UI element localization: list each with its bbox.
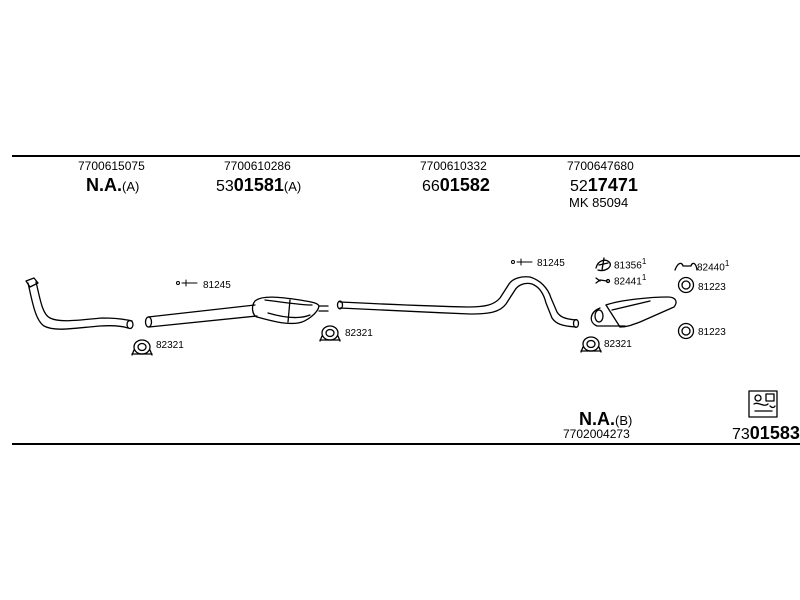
gasket-1: [176, 279, 198, 287]
clamp-label-1: 82321: [156, 340, 184, 351]
middle-pipe: [336, 276, 580, 329]
gasket-label-1: 81245: [203, 280, 231, 291]
clamp-2: [319, 325, 341, 342]
code-prefix-2: 53: [216, 178, 234, 195]
ring-1: [677, 276, 695, 294]
superscript-3: 1: [724, 259, 730, 268]
na-label-footer: N.A.: [579, 409, 615, 429]
front-muffler-section: [144, 296, 329, 328]
hook-code: 82440: [697, 262, 725, 274]
superscript-2: 1: [641, 273, 647, 282]
clamp-1: [131, 339, 153, 356]
na-label-1: N.A.: [86, 175, 122, 195]
code-prefix-4: 52: [570, 178, 588, 195]
part-number-4: 7700647680: [567, 159, 634, 173]
footer-name: N.A.(B): [579, 410, 632, 428]
footer-code-prefix: 73: [732, 426, 750, 443]
hook-label: 824401: [697, 260, 729, 273]
footer-part-number: 7702004273: [563, 427, 630, 441]
top-rule: [12, 155, 800, 157]
gasket-2: [511, 258, 533, 266]
ring-label-1: 81223: [698, 282, 726, 293]
hanger-label-2: 824411: [614, 274, 646, 287]
clamp-3: [580, 336, 602, 353]
ring-label-2: 81223: [698, 327, 726, 338]
footer-code-main: 01583: [749, 423, 800, 443]
part-code-4: 5217471: [570, 176, 638, 195]
hanger-code-2: 82441: [614, 276, 642, 288]
part-number-1: 7700615075: [78, 159, 145, 173]
code-main-4: 17471: [587, 175, 638, 195]
clamp-label-2: 82321: [345, 328, 373, 339]
ring-2: [677, 322, 695, 340]
code-main-2: 01581: [233, 175, 284, 195]
part-name-1: N.A.(A): [86, 176, 139, 194]
part-code-2: 5301581(A): [216, 176, 301, 195]
footer-code: 7301583: [732, 424, 800, 443]
part-number-2: 7700610286: [224, 159, 291, 173]
front-downpipe: [25, 277, 134, 330]
hanger-1: [595, 257, 611, 272]
bottom-rule: [12, 443, 800, 445]
mk-code: MK 85094: [569, 195, 629, 210]
variant-a-1: (A): [122, 179, 140, 194]
variant-b: (B): [615, 413, 633, 428]
hanger-code-1: 81356: [614, 260, 642, 272]
variant-a-2: (A): [283, 179, 302, 194]
kit-box-icon: [748, 390, 778, 418]
hanger-label-1: 813561: [614, 258, 646, 271]
gasket-label-2: 81245: [537, 258, 565, 269]
clamp-label-3: 82321: [604, 339, 632, 350]
part-number-3: 7700610332: [420, 159, 487, 173]
superscript-1: 1: [641, 257, 647, 266]
hanger-2: [595, 277, 611, 284]
hook: [674, 262, 698, 271]
code-main-3: 01582: [439, 175, 490, 195]
part-code-3: 6601582: [422, 176, 490, 195]
rear-silencer: [590, 296, 677, 328]
code-prefix-3: 66: [422, 178, 440, 195]
